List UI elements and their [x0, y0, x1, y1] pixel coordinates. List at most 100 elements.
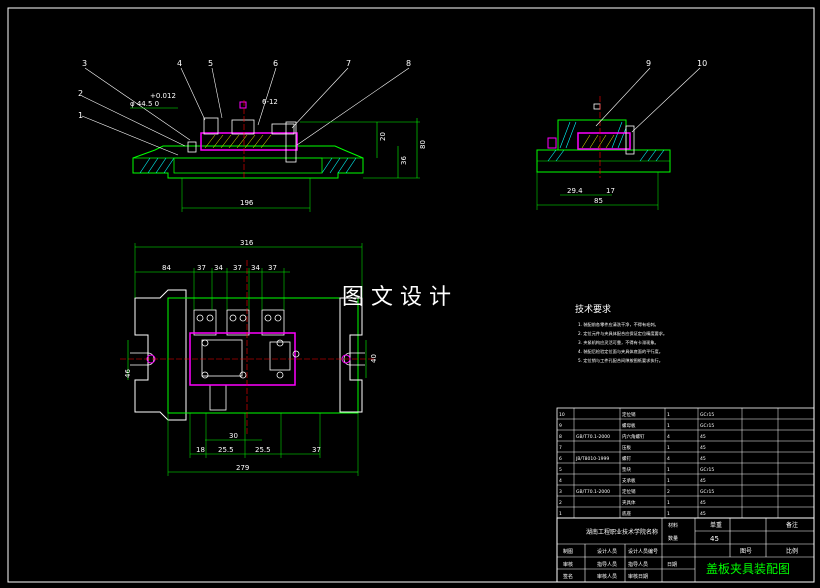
bom-cell: 45: [700, 434, 706, 440]
tb-review-date: 审核日期: [628, 573, 648, 580]
balloon-2: 2: [78, 89, 83, 98]
bom-cell: JB/T8010-1999: [575, 456, 609, 462]
front-clamp-plate: [200, 132, 298, 151]
bom-cell: 45: [700, 456, 706, 462]
bom-cell: GCr15: [700, 423, 714, 429]
drawing-title: 盖板夹具装配图: [706, 562, 790, 576]
dim-37d: 37: [312, 446, 321, 454]
balloon-7: 7: [346, 59, 351, 68]
tb-advisor: 指导人员: [597, 561, 617, 568]
tb-remark: 备注: [786, 521, 798, 529]
top-view: 316 84 37 34 37 34 37 46 40 30 18 25.5 2…: [120, 239, 378, 476]
dim-36: 36: [400, 156, 408, 165]
bom-cell: 1: [667, 478, 670, 484]
balloon-6: 6: [273, 59, 278, 68]
bom-cell: 6: [559, 456, 562, 462]
tb-check: 审核: [563, 561, 573, 568]
tb-reviewer: 审核人员: [597, 573, 617, 580]
note-line-5: 5. 定位销与工件孔配合间隙按图纸要求执行。: [578, 357, 663, 364]
bom-cell: GCr15: [700, 489, 714, 495]
dim-29-4: 29.4: [567, 187, 583, 195]
tb-designer-no: 设计人员编号: [628, 548, 658, 555]
bom-cell: 1: [667, 511, 670, 517]
balloon-3: 3: [82, 59, 87, 68]
bom-cell: 9: [559, 423, 562, 429]
title-block: 湖南工程职业技术学院名称 材料 单重 备注 数量 45 图号 比例 设计人员 设…: [556, 517, 815, 583]
dim-279: 279: [236, 464, 249, 472]
note-line-2: 2. 定位元件与夹具体配合应保证定位精度要求。: [578, 330, 667, 337]
dim-80: 80: [419, 140, 427, 149]
bom-cell: 45: [700, 500, 706, 506]
tb-drawing-no: 图号: [740, 548, 752, 555]
tb-date: 日期: [667, 562, 677, 568]
bom-cell: GCr15: [700, 467, 714, 473]
dim-17: 17: [606, 187, 615, 195]
dim-85: 85: [594, 197, 603, 205]
sheet-border: [7, 7, 815, 583]
tb-sign: 签名: [563, 573, 573, 580]
bom-cell: 压板: [622, 444, 631, 451]
bom-cell: 螺母板: [622, 422, 636, 429]
bom-cell: 45: [700, 511, 706, 517]
bom-cell: 5: [559, 467, 562, 473]
technical-notes: 技术要求 1. 装配前各零件应清洗干净，不得有毛刺。 2. 定位元件与夹具体配合…: [575, 303, 667, 364]
dim-phi: φ 44.5 0: [130, 100, 159, 108]
bom-cell: 45: [700, 445, 706, 451]
notes-title: 技术要求: [575, 303, 611, 315]
dim-25-5a: 25.5: [218, 446, 234, 454]
dim-25-5b: 25.5: [255, 446, 271, 454]
tb-unit-weight: 单重: [710, 521, 722, 529]
note-line-3: 3. 夹紧机构应灵活可靠，不得有卡滞现象。: [578, 339, 659, 346]
dim-20: 20: [379, 132, 387, 141]
bom-cell: 定位销: [622, 488, 636, 495]
dim-40: 40: [370, 354, 378, 363]
dim-6-12: 6-12: [262, 98, 278, 106]
dim-18: 18: [196, 446, 205, 454]
tb-advisor-2: 指导人员: [628, 561, 648, 568]
tb-material: 材料: [668, 522, 678, 529]
school-name: 湖南工程职业技术学院名称: [586, 528, 658, 536]
bom-cell: 4: [667, 434, 670, 440]
bom-cell: 1: [667, 445, 670, 451]
bom-cell: 夹具体: [622, 499, 636, 506]
tb-qty: 数量: [668, 535, 678, 542]
dim-196: 196: [240, 199, 254, 207]
dim-316: 316: [240, 239, 254, 247]
note-line-4: 4. 装配后检验定位面与夹具体底面的平行度。: [578, 348, 663, 355]
bom-cell: 1: [667, 467, 670, 473]
tb-scale: 比例: [786, 547, 798, 555]
dim-30: 30: [229, 432, 238, 440]
dim-37b: 37: [233, 264, 242, 272]
bom-cell: 2: [559, 500, 562, 506]
front-view: 3 4 5 6 7 8 2 1 +0.012 φ 44.5 0 6-12 20 …: [78, 59, 427, 212]
dim-46: 46: [124, 369, 132, 378]
watermark-text: 图 文 设 计: [342, 285, 451, 310]
dim-84: 84: [162, 264, 171, 272]
bom-cell: 螺钉: [622, 455, 631, 462]
note-line-1: 1. 装配前各零件应清洗干净，不得有毛刺。: [578, 321, 659, 328]
balloon-10: 10: [697, 59, 707, 68]
balloon-4: 4: [177, 59, 182, 68]
bom-cell: 内六角螺钉: [622, 433, 645, 440]
bom-cell: 45: [700, 478, 706, 484]
bom-cell: 1: [559, 511, 562, 517]
bom-cell: 1: [667, 412, 670, 418]
tb-45: 45: [710, 535, 719, 543]
balloon-1: 1: [78, 111, 83, 120]
bom-cell: 3: [559, 489, 562, 495]
bom-cell: 1: [667, 423, 670, 429]
bom-cell: 4: [667, 456, 670, 462]
front-base: [132, 145, 364, 179]
balloon-8: 8: [406, 59, 411, 68]
bom-cell: 8: [559, 434, 562, 440]
tolerance-text: +0.012: [150, 92, 176, 100]
dim-34a: 34: [214, 264, 223, 272]
bom-cell: 底座: [622, 510, 631, 517]
bom-cell: 10: [559, 412, 565, 418]
side-view: 9 10 29.4 17 85: [536, 59, 707, 210]
top-body: [167, 297, 359, 414]
dim-37a: 37: [197, 264, 206, 272]
bom-cell: 定位销: [622, 411, 636, 418]
tb-designer: 设计人员: [597, 548, 617, 555]
